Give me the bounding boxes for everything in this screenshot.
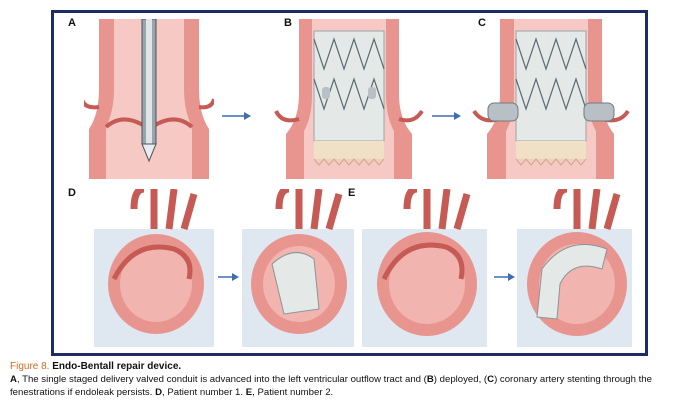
panel-label-c: C <box>478 17 486 29</box>
caption-segment: , Patient number 1. <box>162 387 246 398</box>
figure-frame: A B C <box>51 10 648 356</box>
caption-body: A, The single staged delivery valved con… <box>10 373 675 399</box>
caption-title: Figure 8. Endo-Bentall repair device. <box>10 360 675 373</box>
panel-label-d: D <box>68 187 76 199</box>
caption-segment: ) coronary artery stenting through the f… <box>10 374 652 398</box>
caption-segment: B <box>426 374 434 385</box>
caption-segment: , The single staged delivery valved cond… <box>16 374 427 385</box>
figure-title: Endo-Bentall repair device. <box>52 361 182 372</box>
panel-label-e: E <box>348 187 356 199</box>
arrow-b-to-c <box>432 112 461 120</box>
panel-d-illustration <box>94 189 354 347</box>
caption-segment: E <box>245 387 253 398</box>
caption-segment: C <box>487 374 495 385</box>
panel-a-illustration <box>84 19 214 179</box>
panel-e-illustration <box>362 189 632 347</box>
caption-segment: , Patient number 2. <box>252 387 334 398</box>
panel-label-b: B <box>284 17 292 29</box>
panel-b-illustration <box>274 19 424 179</box>
caption-segment: ) deployed, ( <box>433 374 488 385</box>
caption-segment: A <box>10 374 17 385</box>
figure-number: Figure 8. <box>10 361 50 372</box>
panel-c-illustration <box>472 19 630 179</box>
caption-segment: D <box>155 387 162 398</box>
panel-label-a: A <box>68 17 76 29</box>
arrow-a-to-b <box>222 112 251 120</box>
figure-caption: Figure 8. Endo-Bentall repair device. A,… <box>10 360 675 399</box>
